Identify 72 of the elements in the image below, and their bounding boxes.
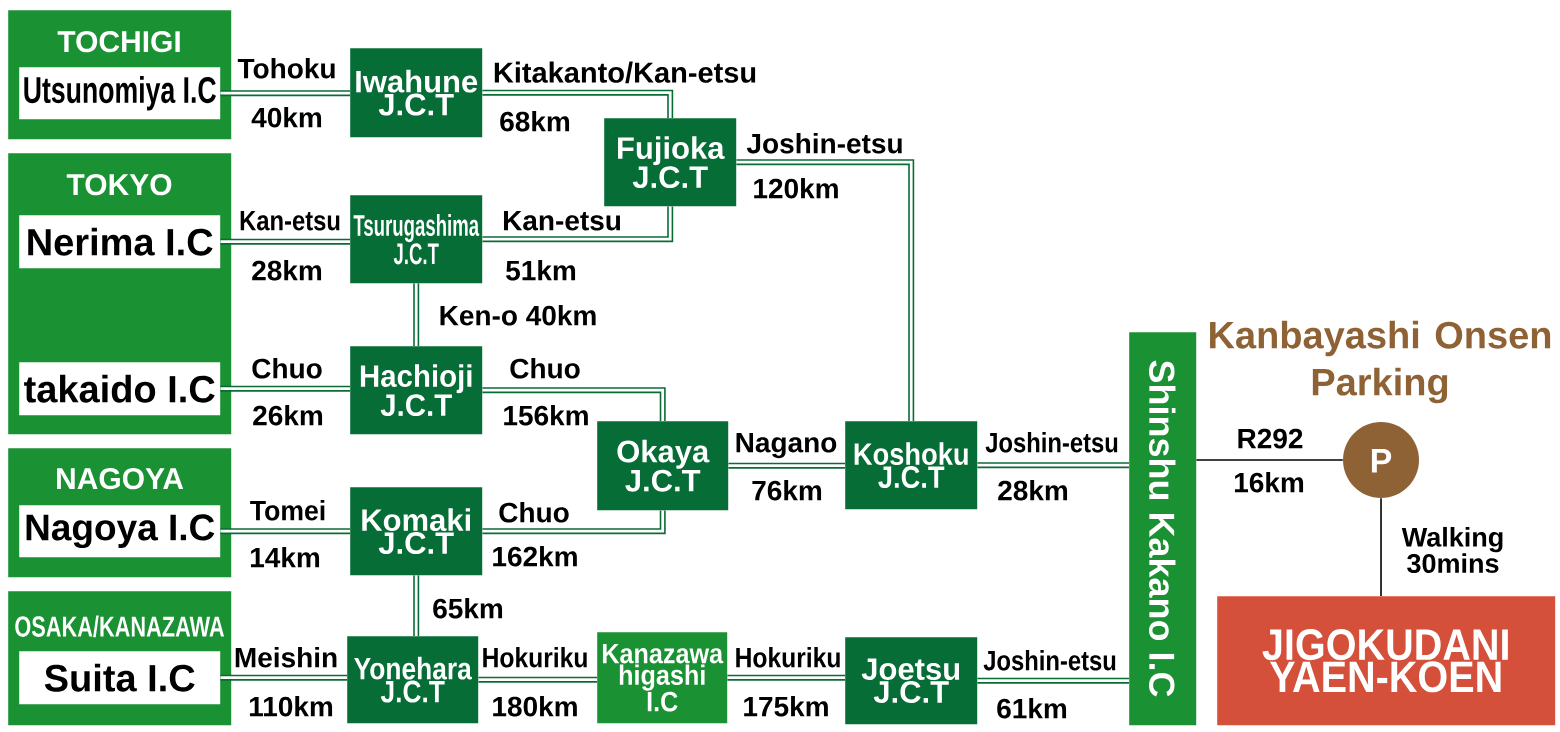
interchange-sign: Nerima I.C (19, 215, 221, 269)
distance-label: 110km (249, 695, 333, 717)
distance-label: 156km (504, 404, 588, 426)
road-name: 65km (433, 597, 503, 619)
junction-box: Fujioka J.C.T (604, 118, 737, 207)
road-name: Hokuriku (483, 646, 587, 668)
road-line (482, 206, 674, 243)
road-name: Kitakanto/Kan-etsu (494, 61, 756, 84)
interchange-box: Kanazawa higashi I.C (597, 632, 728, 724)
junction-box: Koshoku J.C.T (845, 421, 978, 510)
junction-box: Okaya J.C.T (597, 421, 729, 511)
road-line (220, 674, 347, 681)
road-line (727, 674, 845, 681)
distance-label: 175km (744, 695, 828, 717)
road-line (482, 510, 666, 535)
road-name: R292 (1238, 428, 1303, 449)
road-name: Kan-etsu (240, 210, 340, 231)
junction-box: Komaki J.C.T (350, 487, 483, 576)
distance-label: 16km (1234, 471, 1304, 493)
road-name: Joshin-etsu (985, 431, 1118, 453)
road-line (220, 528, 350, 535)
road-name: Kan-etsu (504, 210, 621, 231)
road-name: Chuo (499, 501, 569, 523)
junction-box: Yonehara J.C.T (347, 636, 479, 724)
road-name: Hokuriku (736, 646, 840, 668)
road-line (413, 575, 420, 636)
road-line (482, 387, 666, 421)
distance-label: 14km (250, 546, 320, 568)
destination-box: JIGOKUDANI YAEN-KOEN (1217, 596, 1556, 726)
road-line (220, 238, 350, 245)
road-line (977, 462, 1129, 469)
connector-line (1195, 459, 1344, 461)
junction-box: Hachioji J.C.T (350, 346, 483, 435)
road-name: Ken-o 40km (440, 304, 596, 326)
road-name: Tohoku (237, 57, 335, 79)
road-line (478, 676, 597, 683)
distance-label: 162km (493, 545, 577, 567)
distance-label: 51km (506, 259, 576, 281)
road-line (736, 159, 915, 421)
distance-label: 68km (500, 110, 570, 132)
interchange-sign: Nagoya I.C (19, 505, 221, 558)
distance-label: 76km (752, 479, 822, 501)
road-name: Meishin (235, 646, 337, 668)
road-line (220, 90, 350, 97)
road-line (220, 385, 350, 392)
interchange-sign: Utsunomiya I.C (19, 67, 221, 120)
junction-box: Iwahune J.C.T (350, 48, 483, 138)
interchange-sign: Suita I.C (19, 651, 221, 705)
interchange-box: Shinshu Kakano I.C (1129, 332, 1197, 726)
distance-label: 120km (754, 177, 838, 199)
distance-label: 26km (253, 404, 323, 426)
road-line (482, 89, 674, 118)
junction-box: Joetsu J.C.T (845, 637, 978, 725)
road-name: Chuo (252, 357, 322, 379)
road-name: Nagano (736, 432, 837, 459)
distance-label: 180km (493, 695, 577, 717)
distance-label: 40km (251, 106, 322, 128)
interchange-sign: takaido I.C (19, 362, 221, 416)
distance-label: 28km (998, 479, 1068, 501)
road-name: Joshin-etsu (983, 649, 1116, 671)
road-line (728, 462, 845, 469)
route-note: Walking 30mins (1401, 526, 1503, 574)
connector-line (1380, 497, 1382, 597)
distance-label: 28km (252, 259, 322, 281)
road-name: Joshin-etsu (746, 132, 902, 154)
road-name: Chuo (510, 357, 580, 379)
junction-box: Tsurugashima J.C.T (350, 195, 483, 284)
distance-label: 61km (997, 697, 1067, 719)
road-line (413, 283, 420, 346)
place-caption: Kanbayashi Onsen Parking (1210, 320, 1551, 404)
road-name: Tomei (250, 499, 325, 521)
road-line (977, 677, 1129, 684)
